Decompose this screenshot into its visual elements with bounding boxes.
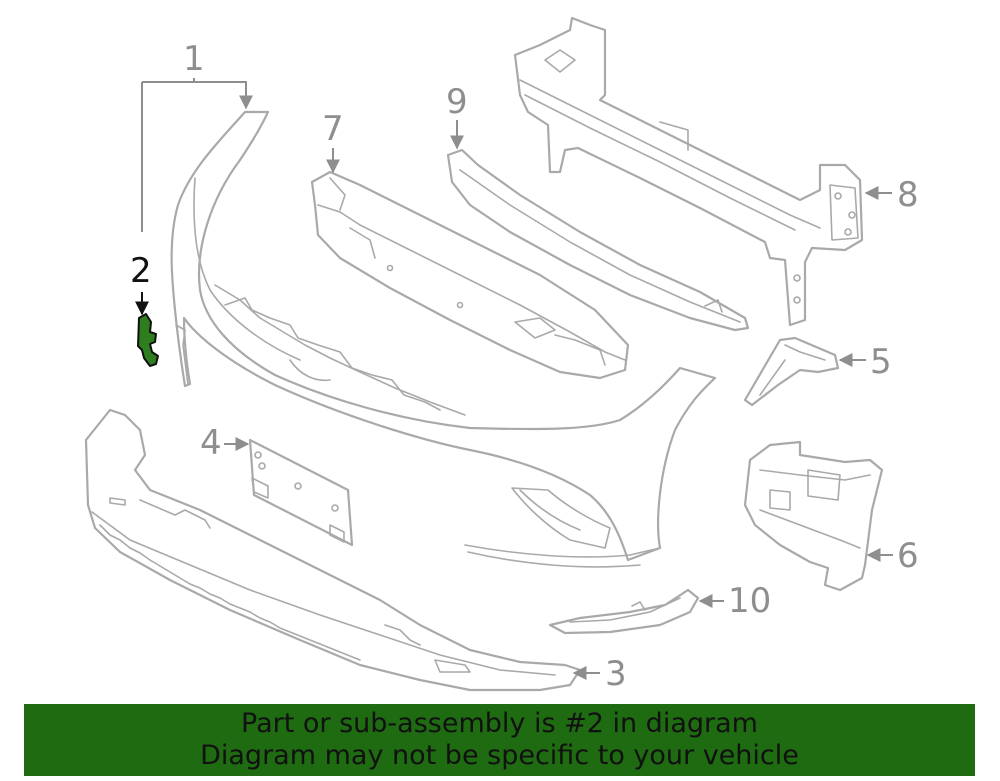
svg-text:6: 6 bbox=[897, 536, 919, 576]
svg-text:1: 1 bbox=[183, 39, 205, 79]
part-1-bumper-cover bbox=[170, 110, 717, 568]
part-3-lower-valance bbox=[84, 408, 582, 692]
part-9-upper-strip bbox=[446, 148, 750, 332]
callout-9: 9 bbox=[446, 82, 468, 150]
svg-text:2: 2 bbox=[130, 251, 152, 291]
info-banner: Part or sub-assembly is #2 in diagram Di… bbox=[24, 704, 975, 776]
svg-text:7: 7 bbox=[322, 109, 344, 149]
callout-5: 5 bbox=[838, 342, 892, 382]
part-5-side-bracket bbox=[743, 336, 840, 407]
callout-6: 6 bbox=[866, 536, 919, 576]
svg-text:3: 3 bbox=[605, 654, 627, 694]
part-6-side-support bbox=[743, 440, 884, 592]
callout-1: 1 bbox=[141, 39, 246, 232]
callout-3: 3 bbox=[572, 654, 627, 694]
callout-10: 10 bbox=[698, 581, 771, 621]
callout-8: 8 bbox=[864, 175, 919, 215]
svg-text:10: 10 bbox=[728, 581, 771, 621]
svg-text:9: 9 bbox=[446, 82, 468, 122]
banner-line-2: Diagram may not be specific to your vehi… bbox=[200, 740, 799, 771]
callout-7: 7 bbox=[322, 109, 344, 174]
svg-text:5: 5 bbox=[870, 342, 892, 382]
svg-text:4: 4 bbox=[200, 423, 222, 463]
part-2-bracket-highlighted bbox=[137, 313, 159, 367]
part-10-trim-strip bbox=[548, 588, 700, 635]
callout-4: 4 bbox=[200, 423, 250, 463]
banner-line-1: Part or sub-assembly is #2 in diagram bbox=[241, 708, 758, 739]
part-7-energy-absorber bbox=[310, 170, 630, 380]
part-4-license-plate-bracket bbox=[248, 438, 354, 547]
part-8-reinforcement-bar bbox=[513, 16, 864, 327]
svg-text:8: 8 bbox=[897, 175, 919, 215]
callout-2: 2 bbox=[130, 251, 152, 316]
